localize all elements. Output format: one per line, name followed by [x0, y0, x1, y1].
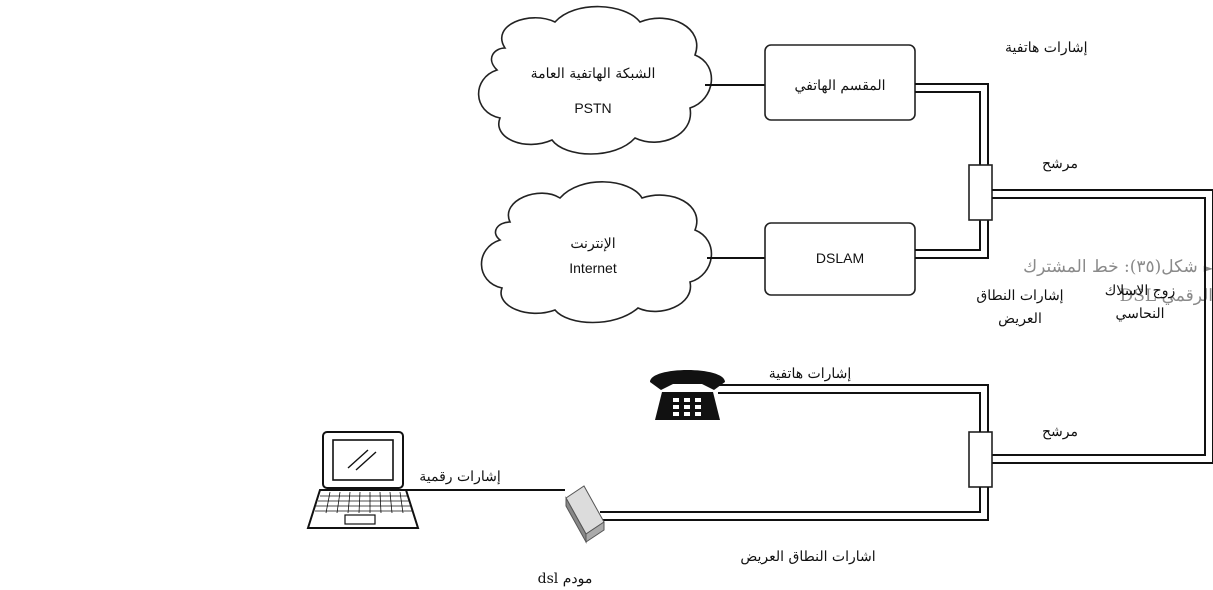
top-voice-lines	[915, 83, 989, 165]
caption-line-2: الرقمي DSL	[1119, 286, 1213, 306]
telephone-icon	[650, 370, 725, 420]
filter-top-label: مرشح	[1042, 156, 1078, 172]
figure-caption: ► شكل(٣٥): خط المشترك الرقمي DSL	[953, 253, 1213, 310]
bottom-voice-lines	[718, 384, 989, 432]
dsl-modem-icon	[565, 485, 605, 544]
exchange-label: المقسم الهاتفي	[794, 78, 885, 94]
pstn-label-en: PSTN	[574, 100, 611, 116]
voice-signals-bottom-label: إشارات هاتفية	[769, 366, 852, 382]
pstn-cloud	[477, 5, 713, 155]
broadband-bottom-label: اشارات النطاق العريض	[740, 549, 875, 565]
dslam-label: DSLAM	[816, 250, 864, 266]
copper-pair	[992, 189, 1213, 464]
bottom-filter	[968, 431, 993, 488]
copper-pair-label-line2: النحاسي	[1115, 306, 1164, 322]
internet-cloud	[480, 181, 713, 324]
internet-label-ar: الإنترنت	[570, 236, 615, 252]
caption-line-1: شكل(٣٥): خط المشترك	[1023, 257, 1198, 277]
copper-pair-label-line1: زوج الاسلاك	[1105, 283, 1176, 299]
exchange-box	[764, 44, 916, 121]
dsl-modem-label: مودم dsl	[538, 571, 593, 587]
digital-signals-label: إشارات رقمية	[419, 469, 501, 485]
top-filter	[968, 164, 993, 221]
laptop-icon	[306, 431, 420, 529]
internet-label-en: Internet	[569, 260, 617, 276]
voice-signals-top-label: إشارات هاتفية	[1005, 40, 1088, 56]
top-broadband-lines	[915, 220, 989, 259]
filter-bottom-label: مرشح	[1042, 424, 1078, 440]
broadband-label-line2: العريض	[998, 311, 1042, 327]
bottom-broadband-lines	[600, 487, 989, 521]
broadband-label-line1: إشارات النطاق	[976, 288, 1063, 304]
triangle-bullet-icon: ►	[1203, 261, 1213, 275]
pstn-label-ar: الشبكة الهاتفية العامة	[531, 66, 656, 82]
